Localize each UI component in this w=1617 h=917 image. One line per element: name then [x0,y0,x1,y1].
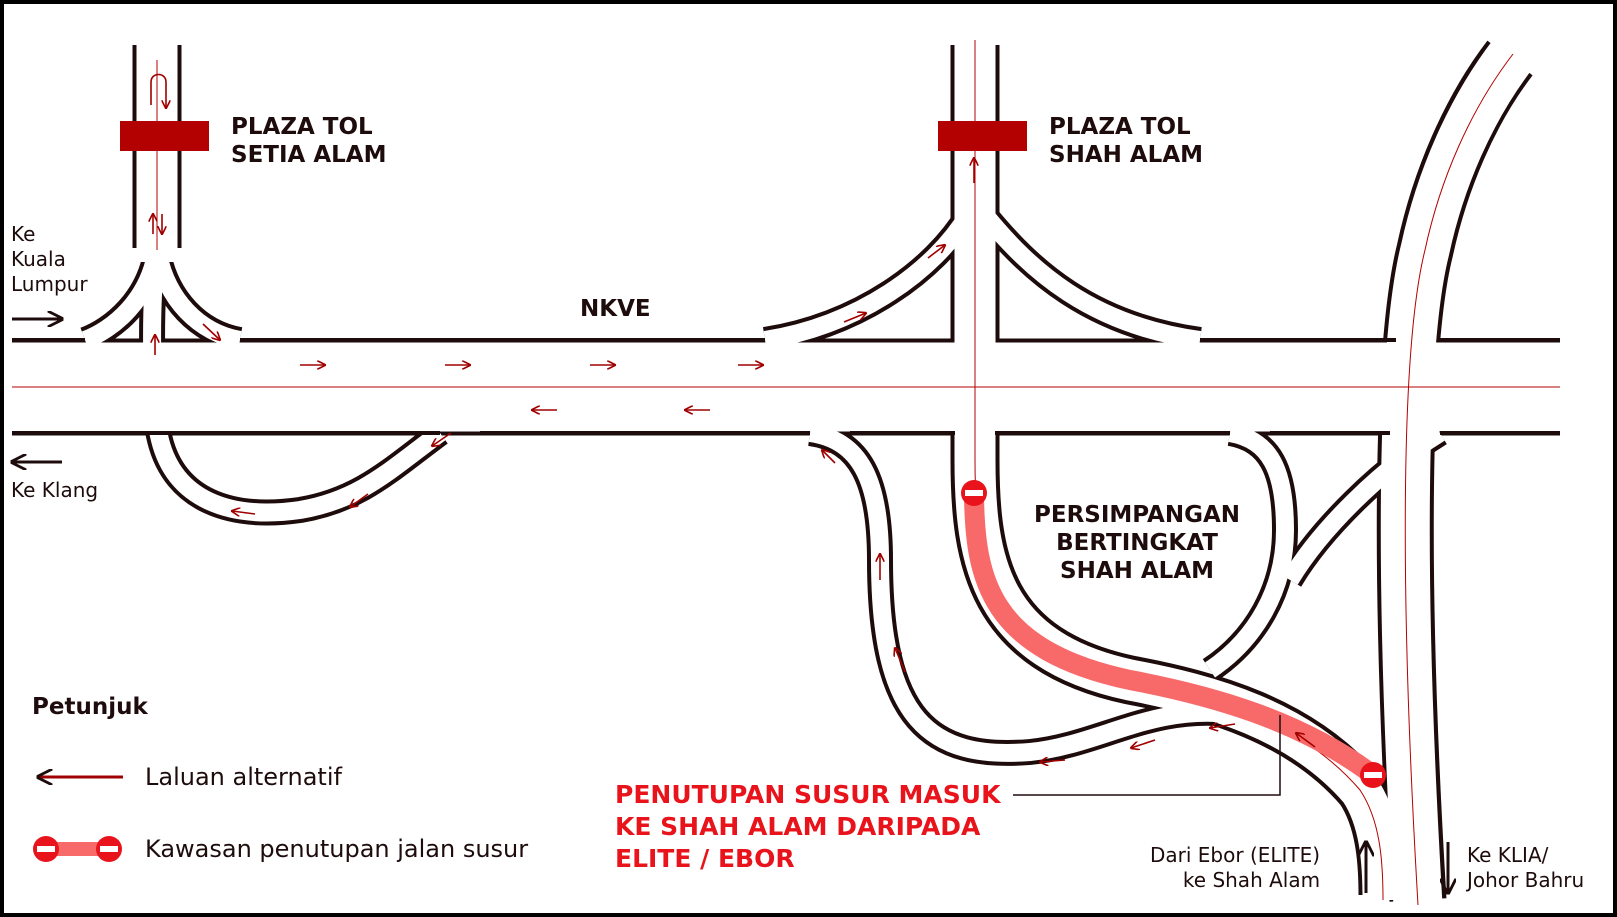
route-arrow [895,648,906,673]
route-arrow [1296,733,1316,748]
toll-plaza-setia-alam [120,121,209,151]
nkve-edges [12,338,1560,435]
legend-item-alternative-route: Laluan alternatif [145,763,342,791]
no-entry-icon [961,480,987,506]
toll-plaza-shah-alam [938,121,1027,151]
no-entry-icon [1360,762,1386,788]
legend-title: Petunjuk [32,694,148,720]
shah-ramp-ne [974,206,1202,353]
legend-item-closure-area: Kawasan penutupan jalan susur [145,835,529,863]
closure-pointer-line [1013,715,1281,796]
route-arrow [1131,739,1156,748]
route-arrow [927,245,945,259]
route-arrow [843,313,866,323]
route-arrow [232,511,256,514]
direction-arrows [12,319,1448,893]
route-arrow [350,493,369,507]
ke-klia-label: Ke KLIA/Johor Bahru [1467,843,1585,892]
route-arrow [822,450,836,464]
route-arrow [1040,760,1066,762]
u-turn-arrow [150,73,166,109]
shah-ramp-nw [762,208,980,353]
closure-area-highlight [964,485,1383,785]
route-arrows [153,158,1316,762]
route-arrow [1210,724,1236,728]
route-arrow [432,432,452,446]
nkve-label: NKVE [580,296,651,322]
route-arrow [202,323,220,340]
legend-closure-icon [33,836,122,862]
ke-klang-label: Ke Klang [11,478,99,502]
dari-ebor-label: Dari Ebor (ELITE)ke Shah Alam [1150,843,1321,892]
